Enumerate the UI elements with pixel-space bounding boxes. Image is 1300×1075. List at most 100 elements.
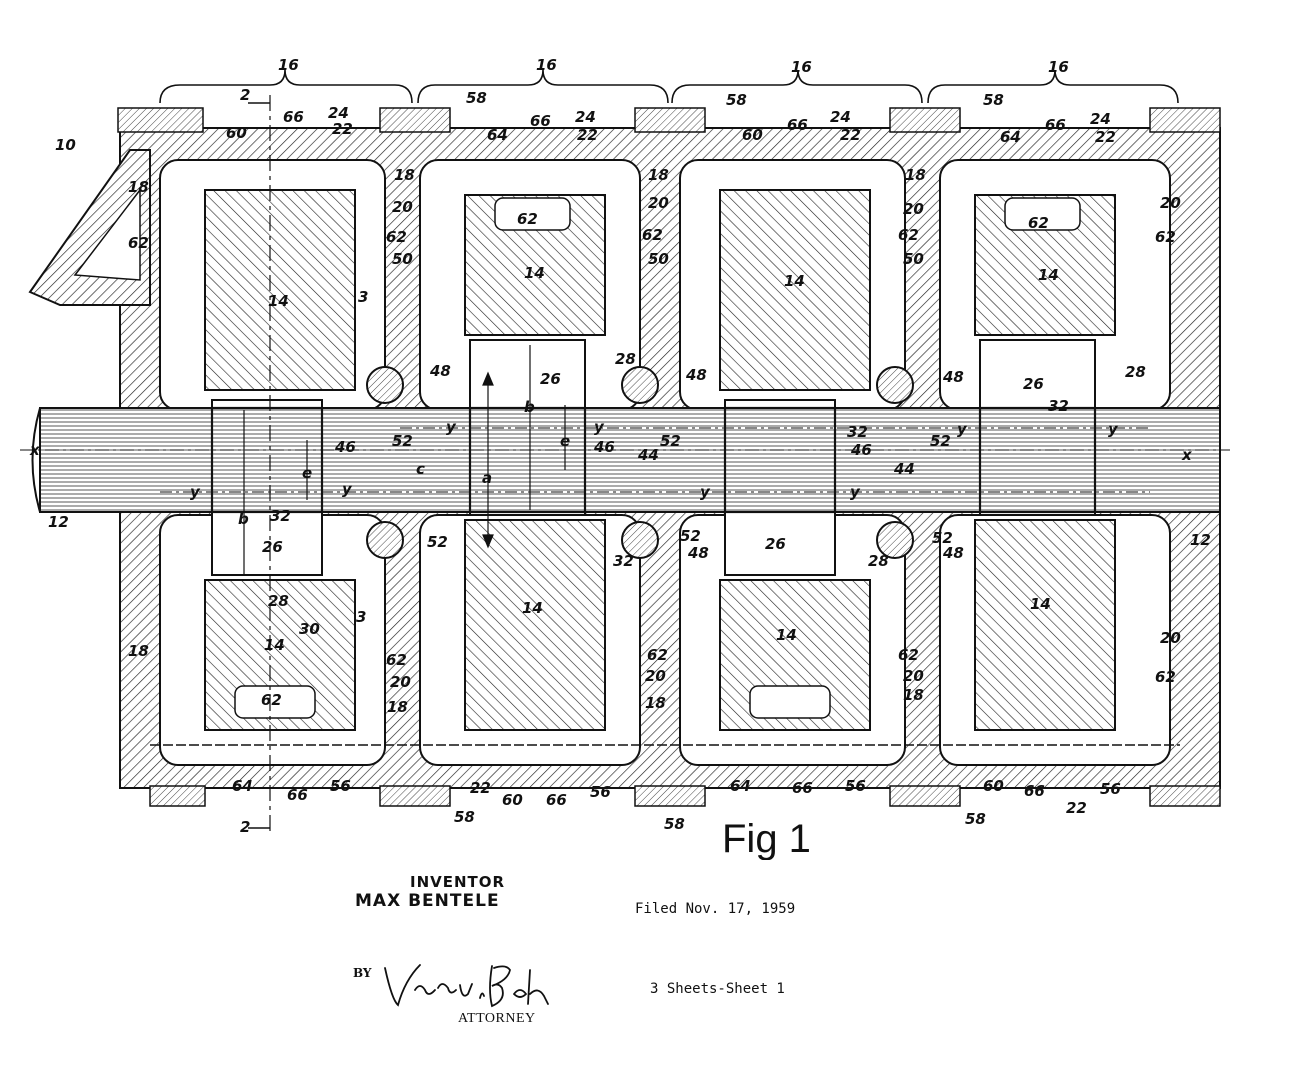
ref-66-f: 66 [546, 791, 567, 809]
rotors [204, 189, 1116, 731]
ref-22-a: 22 [332, 120, 353, 138]
ref-44-a: 44 [637, 446, 659, 464]
ref-46-a: 46 [334, 438, 356, 456]
label-y-6: y [850, 483, 861, 501]
ref-28-d: 28 [868, 552, 889, 570]
ref-14-c: 14 [784, 272, 805, 290]
ref-66-b: 66 [530, 112, 551, 130]
gears [366, 366, 914, 559]
ref-62-l: 62 [261, 691, 282, 709]
ref-24-d: 24 [1090, 110, 1111, 128]
ref-28-b: 28 [1125, 363, 1146, 381]
ref-52-a: 52 [392, 432, 413, 450]
ref-32-d: 32 [613, 552, 634, 570]
ref-20-a: 20 [392, 198, 413, 216]
ref-24-a: 24 [328, 104, 349, 122]
ref-2-bottom: 2 [240, 818, 250, 836]
ref-62-g: 62 [1155, 228, 1176, 246]
ref-64-c: 64 [232, 777, 253, 795]
ref-64-d: 64 [730, 777, 751, 795]
ref-18-g: 18 [645, 694, 666, 712]
ref-32-a: 32 [1048, 397, 1069, 415]
label-y-8: y [1108, 420, 1119, 438]
ref-12-a: 12 [48, 513, 69, 531]
ref-26-c: 26 [262, 538, 283, 556]
ref-62-a: 62 [128, 234, 149, 252]
ref-18-h: 18 [903, 686, 924, 704]
ref-20-e: 20 [390, 673, 411, 691]
ref-60-d: 60 [983, 777, 1004, 795]
ref-58-a: 58 [466, 89, 487, 107]
ref-26-b: 26 [1023, 375, 1044, 393]
ref-58-d: 58 [454, 808, 475, 826]
ref-52-d: 52 [427, 533, 448, 551]
ref-66-c: 66 [787, 116, 808, 134]
ref-52-f: 52 [932, 529, 953, 547]
ref-62-k: 62 [1155, 668, 1176, 686]
ref-66-g: 66 [792, 779, 813, 797]
ref-50-c: 50 [903, 250, 924, 268]
ref-14-h: 14 [1030, 595, 1051, 613]
ref-52-c: 52 [930, 432, 951, 450]
ref-24-b: 24 [575, 108, 596, 126]
ref-50-b: 50 [648, 250, 669, 268]
ref-14-a: 14 [268, 292, 289, 310]
ref-48-e: 48 [942, 544, 964, 562]
ref-62-e: 62 [898, 226, 919, 244]
ref-46-b: 46 [593, 438, 615, 456]
label-x-left: x [29, 441, 41, 459]
ref-32-b: 32 [847, 423, 868, 441]
ref-14-f: 14 [522, 599, 543, 617]
dimension-lines [243, 345, 566, 575]
ref-20-h: 20 [1160, 629, 1181, 647]
ref-66-d: 66 [1045, 116, 1066, 134]
ref-62-b: 62 [386, 228, 407, 246]
ref-16-d: 16 [1048, 58, 1069, 76]
ref-18-d: 18 [905, 166, 926, 184]
label-y-4: y [594, 418, 605, 436]
ref-18-c: 18 [648, 166, 669, 184]
ref-3-bottom: 3 [356, 608, 366, 626]
ref-66-e: 66 [287, 786, 308, 804]
label-c: c [416, 460, 425, 478]
ref-44-b: 44 [893, 460, 915, 478]
ref-20-f: 20 [645, 667, 666, 685]
figure-label: Fig 1 [722, 817, 811, 860]
ref-56-d: 56 [1100, 780, 1121, 798]
sheet-info: 3 Sheets-Sheet 1 [650, 981, 785, 997]
ref-16-c: 16 [791, 58, 812, 76]
ref-22-f: 22 [1066, 799, 1087, 817]
attorney-label: ATTORNEY [458, 1011, 536, 1026]
shaft [20, 406, 1230, 514]
ref-12-b: 12 [1190, 531, 1211, 549]
ref-14-d: 14 [1038, 266, 1059, 284]
patent-drawing: 16 16 16 16 10 2 2 58 58 58 60 66 24 22 … [20, 56, 1230, 860]
ref-22-e: 22 [470, 779, 491, 797]
ref-22-b: 22 [577, 126, 598, 144]
ref-52-e: 52 [680, 527, 701, 545]
ref-20-g: 20 [903, 667, 924, 685]
label-y-2: y [342, 480, 353, 498]
signature [384, 964, 549, 1008]
ref-48-a: 48 [429, 362, 451, 380]
inventor-title: INVENTOR [410, 873, 506, 891]
label-y-3: y [446, 418, 457, 436]
ref-52-b: 52 [660, 432, 681, 450]
ref-16-a: 16 [278, 56, 299, 74]
ref-56-c: 56 [845, 777, 866, 795]
ref-20-d: 20 [1160, 194, 1181, 212]
ref-60-b: 60 [742, 126, 763, 144]
ref-48-d: 48 [687, 544, 709, 562]
label-x-right: x [1181, 446, 1193, 464]
ref-28-c: 28 [268, 592, 289, 610]
reference-numerals: 16 16 16 16 10 2 2 58 58 58 60 66 24 22 … [29, 56, 1211, 836]
ref-62-j: 62 [898, 646, 919, 664]
ref-14-b: 14 [524, 264, 545, 282]
ref-22-d: 22 [1095, 128, 1116, 146]
ref-60-a: 60 [226, 124, 247, 142]
ref-56-a: 56 [330, 777, 351, 795]
ref-26-d: 26 [765, 535, 786, 553]
inventor-name: MAX BENTELE [355, 891, 500, 911]
ref-18-e: 18 [128, 642, 149, 660]
ref-14-g: 14 [776, 626, 797, 644]
